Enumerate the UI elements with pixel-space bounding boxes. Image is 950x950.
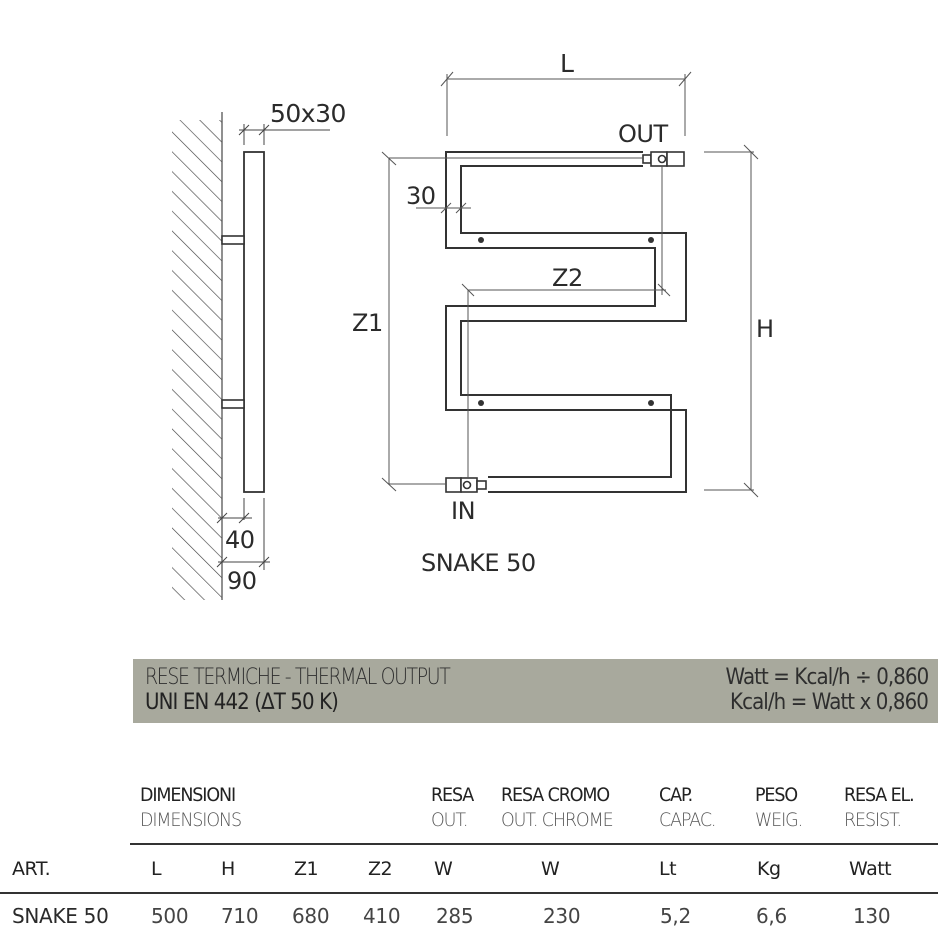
wall-bracket-bottom — [221, 399, 245, 409]
banner-formula-kcal: Kcal/h = Watt x 0,860 — [730, 690, 929, 715]
group-header-chrome-en: OUT. CHROME — [501, 809, 614, 831]
wall-bracket-top — [221, 235, 245, 245]
group-header-output-en: OUT. — [431, 809, 468, 831]
banner-standard: UNI EN 442 (ΔT 50 K) — [145, 690, 339, 715]
cell-weight: 6,6 — [756, 904, 787, 928]
col-header-z1: Z1 — [294, 858, 319, 880]
side-view — [160, 100, 330, 620]
group-header-chrome-it: RESA CROMO — [501, 784, 610, 806]
col-header-h: H — [221, 858, 235, 880]
col-header-kg: Kg — [757, 858, 781, 880]
z1-label: Z1 — [352, 309, 383, 337]
group-header-resist-it: RESA EL. — [844, 784, 915, 806]
cell-l: 500 — [151, 904, 189, 928]
col-header-w-chrome: W — [541, 858, 560, 880]
depth-total-label: 90 — [227, 567, 257, 595]
col-header-art: ART. — [12, 858, 51, 880]
height-h-label: H — [756, 315, 774, 343]
dimension-lines — [381, 71, 759, 498]
cell-z2: 410 — [363, 904, 401, 928]
inlet-label: IN — [451, 497, 476, 525]
group-header-weight-it: PESO — [755, 784, 798, 806]
banner-title: RESE TERMICHE - THERMAL OUTPUT — [145, 665, 451, 690]
banner-formula-watt: Watt = Kcal/h ÷ 0,860 — [725, 665, 929, 690]
z2-label: Z2 — [552, 264, 583, 292]
tube-size-label: 30 — [406, 182, 436, 210]
table-rule-bottom — [0, 892, 938, 894]
col-header-l: L — [151, 858, 162, 880]
col-header-z2: Z2 — [368, 858, 393, 880]
outlet-valve — [642, 151, 685, 167]
col-header-lt: Lt — [659, 858, 677, 880]
front-view — [445, 151, 687, 493]
cell-w-chrome: 230 — [543, 904, 581, 928]
group-header-output-it: RESA — [431, 784, 474, 806]
group-header-resist-en: RESIST. — [844, 809, 902, 831]
section-dimension-label: 50x30 — [270, 99, 346, 128]
cell-resist: 130 — [853, 904, 891, 928]
group-header-weight-en: WEIG. — [755, 809, 803, 831]
width-l-label: L — [560, 49, 574, 78]
group-header-capacity-it: CAP. — [659, 784, 693, 806]
group-header-dimensions-en: DIMENSIONS — [140, 809, 242, 831]
mounting-points — [478, 237, 654, 406]
col-header-watt: Watt — [849, 858, 892, 880]
group-header-capacity-en: CAPAC. — [659, 809, 716, 831]
cell-w-out: 285 — [436, 904, 474, 928]
model-name: SNAKE 50 — [421, 549, 536, 577]
thermal-output-banner: RESE TERMICHE - THERMAL OUTPUT UNI EN 44… — [133, 659, 938, 723]
group-header-dimensions-it: DIMENSIONI — [140, 784, 236, 806]
technical-drawing — [160, 71, 759, 620]
col-header-w-out: W — [434, 858, 453, 880]
cell-z1: 680 — [292, 904, 330, 928]
cell-art: SNAKE 50 — [12, 904, 109, 928]
cell-capacity: 5,2 — [660, 904, 691, 928]
inlet-valve — [445, 477, 487, 493]
wall-hatching — [172, 120, 222, 600]
radiator-bar-side — [243, 151, 265, 493]
cell-h: 710 — [221, 904, 259, 928]
depth-bar-label: 40 — [225, 526, 255, 554]
outlet-label: OUT — [618, 120, 668, 148]
table-rule-top — [130, 843, 938, 845]
